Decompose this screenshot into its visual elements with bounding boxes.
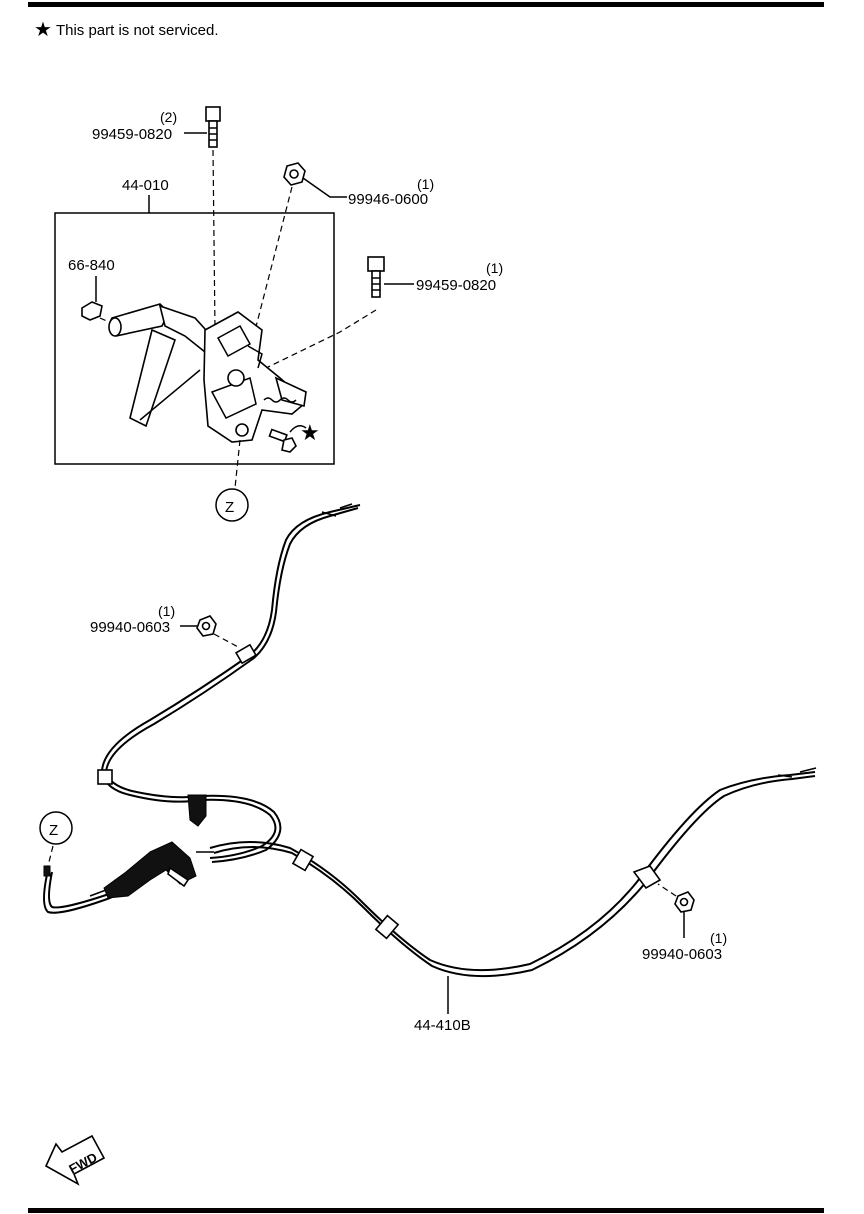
nut-top-qty: (1) bbox=[417, 176, 434, 192]
nut-top-dash bbox=[249, 186, 293, 351]
bolt-top-part[interactable] bbox=[205, 106, 221, 148]
cable-number: 44-410B bbox=[414, 1017, 471, 1034]
lever-assembly-box bbox=[54, 212, 335, 465]
not-serviced-note-text: This part is not serviced. bbox=[55, 21, 219, 39]
nut-cable-left-dash bbox=[213, 633, 241, 649]
nut-cable-right-part[interactable] bbox=[674, 891, 695, 913]
star-icon: ★ bbox=[34, 19, 52, 41]
grip-part[interactable] bbox=[81, 301, 103, 321]
lever-assembly-number: 44-010 bbox=[122, 177, 169, 194]
bolt-top-number: 99459-0820 bbox=[92, 126, 172, 143]
z-upper-circle bbox=[215, 488, 249, 522]
nut-top-number: 99946-0600 bbox=[348, 191, 428, 208]
bolt-right-qty: (1) bbox=[486, 260, 503, 276]
bolt-right-dash bbox=[261, 309, 377, 371]
nut-top-part[interactable] bbox=[283, 162, 306, 186]
lever-assembly-part[interactable] bbox=[108, 303, 307, 453]
bottom-rule bbox=[28, 1208, 824, 1213]
not-serviced-star-icon: ★ bbox=[300, 421, 320, 446]
z-lower-label: Z bbox=[49, 822, 58, 839]
bolt-top-dash bbox=[212, 149, 216, 331]
grip-dash bbox=[99, 317, 119, 327]
grip-number: 66-840 bbox=[68, 257, 115, 274]
nut-cable-left-part[interactable] bbox=[196, 615, 217, 637]
z-upper-dash bbox=[234, 439, 241, 489]
bolt-right-number: 99459-0820 bbox=[416, 277, 496, 294]
fwd-arrow-icon: FWD bbox=[44, 1134, 106, 1186]
nut-cable-right-dash bbox=[657, 883, 677, 897]
nut-cable-right-qty: (1) bbox=[710, 930, 727, 946]
nut-cable-left-qty: (1) bbox=[158, 603, 175, 619]
cable-part[interactable] bbox=[43, 503, 817, 978]
top-rule bbox=[28, 2, 824, 7]
nut-top-leader bbox=[302, 177, 347, 198]
nut-cable-left-number: 99940-0603 bbox=[90, 619, 170, 636]
z-lower-circle bbox=[39, 811, 73, 845]
bolt-top-qty: (2) bbox=[160, 109, 177, 125]
bolt-right-part[interactable] bbox=[367, 256, 385, 298]
not-serviced-note: ★ This part is not serviced. bbox=[34, 20, 219, 40]
z-upper-label: Z bbox=[225, 499, 234, 516]
z-lower-dash bbox=[47, 845, 54, 867]
nut-cable-right-number: 99940-0603 bbox=[642, 946, 722, 963]
